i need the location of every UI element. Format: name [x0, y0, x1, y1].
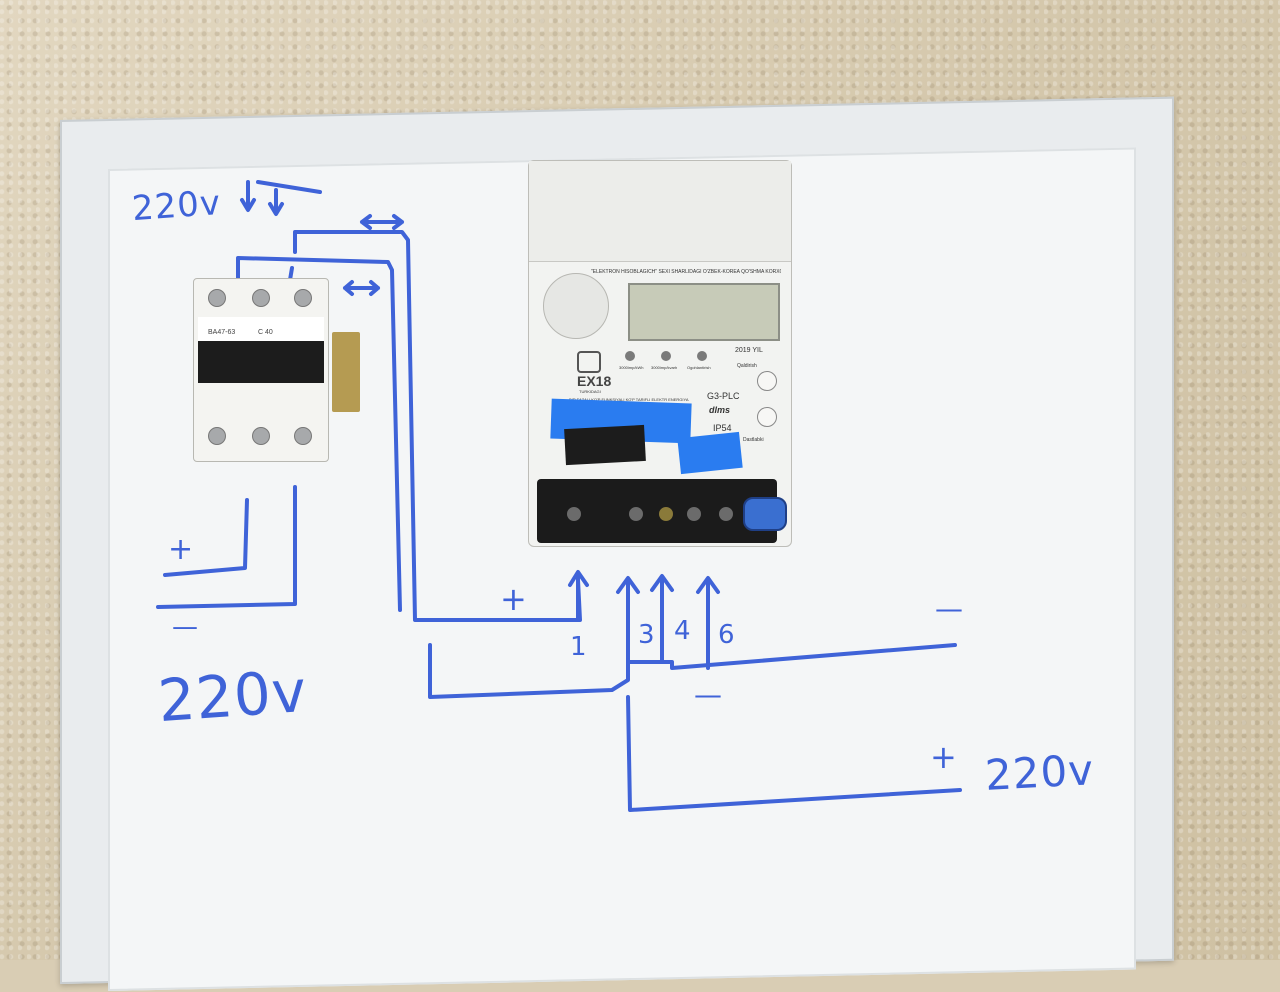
wire-top-outer [293, 230, 582, 622]
screw-icon [252, 289, 270, 307]
minus-left: — [172, 612, 199, 642]
meter-model-sub: TURKIDAGI [579, 389, 601, 394]
label-220v-right: 220v [983, 745, 1096, 800]
meter-button-label-1: Qaldirish [737, 363, 757, 369]
meter-model: EX18 [577, 373, 612, 389]
breaker-model: BA47-63 [208, 329, 236, 336]
led-label-2: 3000imp/kvarh [651, 365, 678, 370]
meter-protocol: G3-PLC [707, 391, 740, 401]
terminal-screw-icon [687, 507, 701, 521]
led-icon [661, 351, 671, 361]
meter-button-2[interactable] [757, 407, 777, 427]
seal-icon [743, 497, 787, 531]
wiring-diagram [156, 180, 962, 812]
wire-neutral [428, 643, 957, 699]
lcd-display [628, 283, 780, 341]
breaker-rating: C 40 [258, 329, 273, 336]
led-icon [625, 351, 635, 361]
screw-icon [294, 289, 312, 307]
wire-left-input-1 [163, 498, 249, 577]
meter-button-1[interactable] [757, 371, 777, 391]
wire-top-inner [236, 256, 402, 612]
meter-button-label-2: Dastlabki [743, 437, 764, 443]
plus-left: + [168, 532, 195, 567]
meter-header: "ELEKTRON HISOBLAGICH" SEXI SHARLIDAGI O… [591, 269, 781, 275]
meter-year: 2019 YIL [735, 347, 763, 354]
arrow-terminal-1 [568, 570, 589, 620]
blue-tape-right [677, 431, 743, 475]
circuit-breaker: BA47-63 C 40 [193, 278, 329, 462]
terminal-screw-icon [567, 507, 581, 521]
screw-icon [208, 289, 226, 307]
meter-top-cover [529, 161, 791, 262]
terminal-screw-icon [629, 507, 643, 521]
led-label-3: Ogohlantirish [687, 365, 711, 370]
meter-ip: IP54 [713, 423, 732, 433]
label-220v-left: 220v [155, 656, 310, 736]
breaker-handles [198, 341, 324, 383]
led-icon [697, 351, 707, 361]
arrow-terminal-3 [616, 576, 640, 662]
plus-middle: + [500, 580, 528, 618]
screw-icon [294, 427, 312, 445]
terminal-label-1: 1 [570, 632, 588, 662]
arrow-terminal-6 [696, 576, 720, 670]
arrow-top-1 [360, 214, 404, 230]
minus-right-top: — [935, 592, 964, 625]
arrow-top-2 [343, 280, 380, 296]
wire-right-supply [626, 695, 962, 812]
terminal-label-6: 6 [718, 620, 736, 650]
optical-port-icon [543, 273, 609, 339]
led-label-1: 3000imp/kWh [619, 365, 644, 370]
terminal-label-3: 3 [638, 620, 656, 650]
plus-right: + [930, 738, 958, 776]
electricity-meter: "ELEKTRON HISOBLAGICH" SEXI SHARLIDAGI O… [528, 160, 792, 547]
terminal-block [537, 479, 777, 543]
din-rail-bracket [332, 332, 360, 412]
terminal-label-4: 4 [674, 616, 692, 646]
label-220v-top: 220v [130, 182, 223, 230]
terminal-screw-icon [719, 507, 733, 521]
screw-icon [252, 427, 270, 445]
arrow-terminal-4 [650, 574, 674, 662]
screw-icon [208, 427, 226, 445]
wire-left-input-2 [156, 485, 297, 609]
terminal-screw-icon [659, 507, 673, 521]
black-tape [564, 424, 646, 466]
arrow-top-3 [240, 180, 322, 216]
logo-icon [577, 351, 601, 373]
minus-middle: — [694, 678, 723, 711]
meter-dlms: dlms [709, 405, 731, 415]
